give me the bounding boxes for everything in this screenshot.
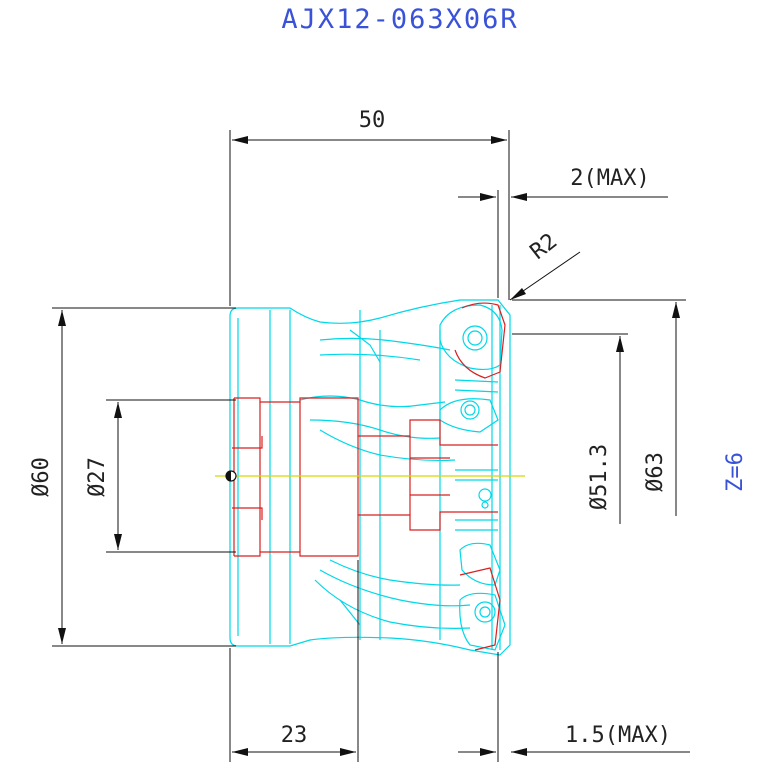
dim-body-dia: Ø60 <box>29 457 54 497</box>
dim-axial-max-top: 2(MAX) <box>570 166 649 191</box>
dim-inner-dia: Ø51.3 <box>587 444 612 510</box>
dim-axial-max-bottom: 1.5(MAX) <box>565 723 671 748</box>
dim-length: 50 <box>359 108 386 133</box>
dim-cutting-dia: Ø63 <box>643 452 668 492</box>
dim-corner-radius: R2 <box>526 229 562 265</box>
teeth-count: Z=6 <box>723 452 748 492</box>
drawing-title: AJX12-063X06R <box>281 4 518 35</box>
dimension-lines <box>52 130 690 762</box>
dimension-arrows <box>58 136 680 756</box>
cutter-body <box>229 299 511 656</box>
dim-bore-depth: 23 <box>281 723 308 748</box>
origin-fill <box>226 471 231 481</box>
dim-bore-dia: Ø27 <box>85 457 110 497</box>
